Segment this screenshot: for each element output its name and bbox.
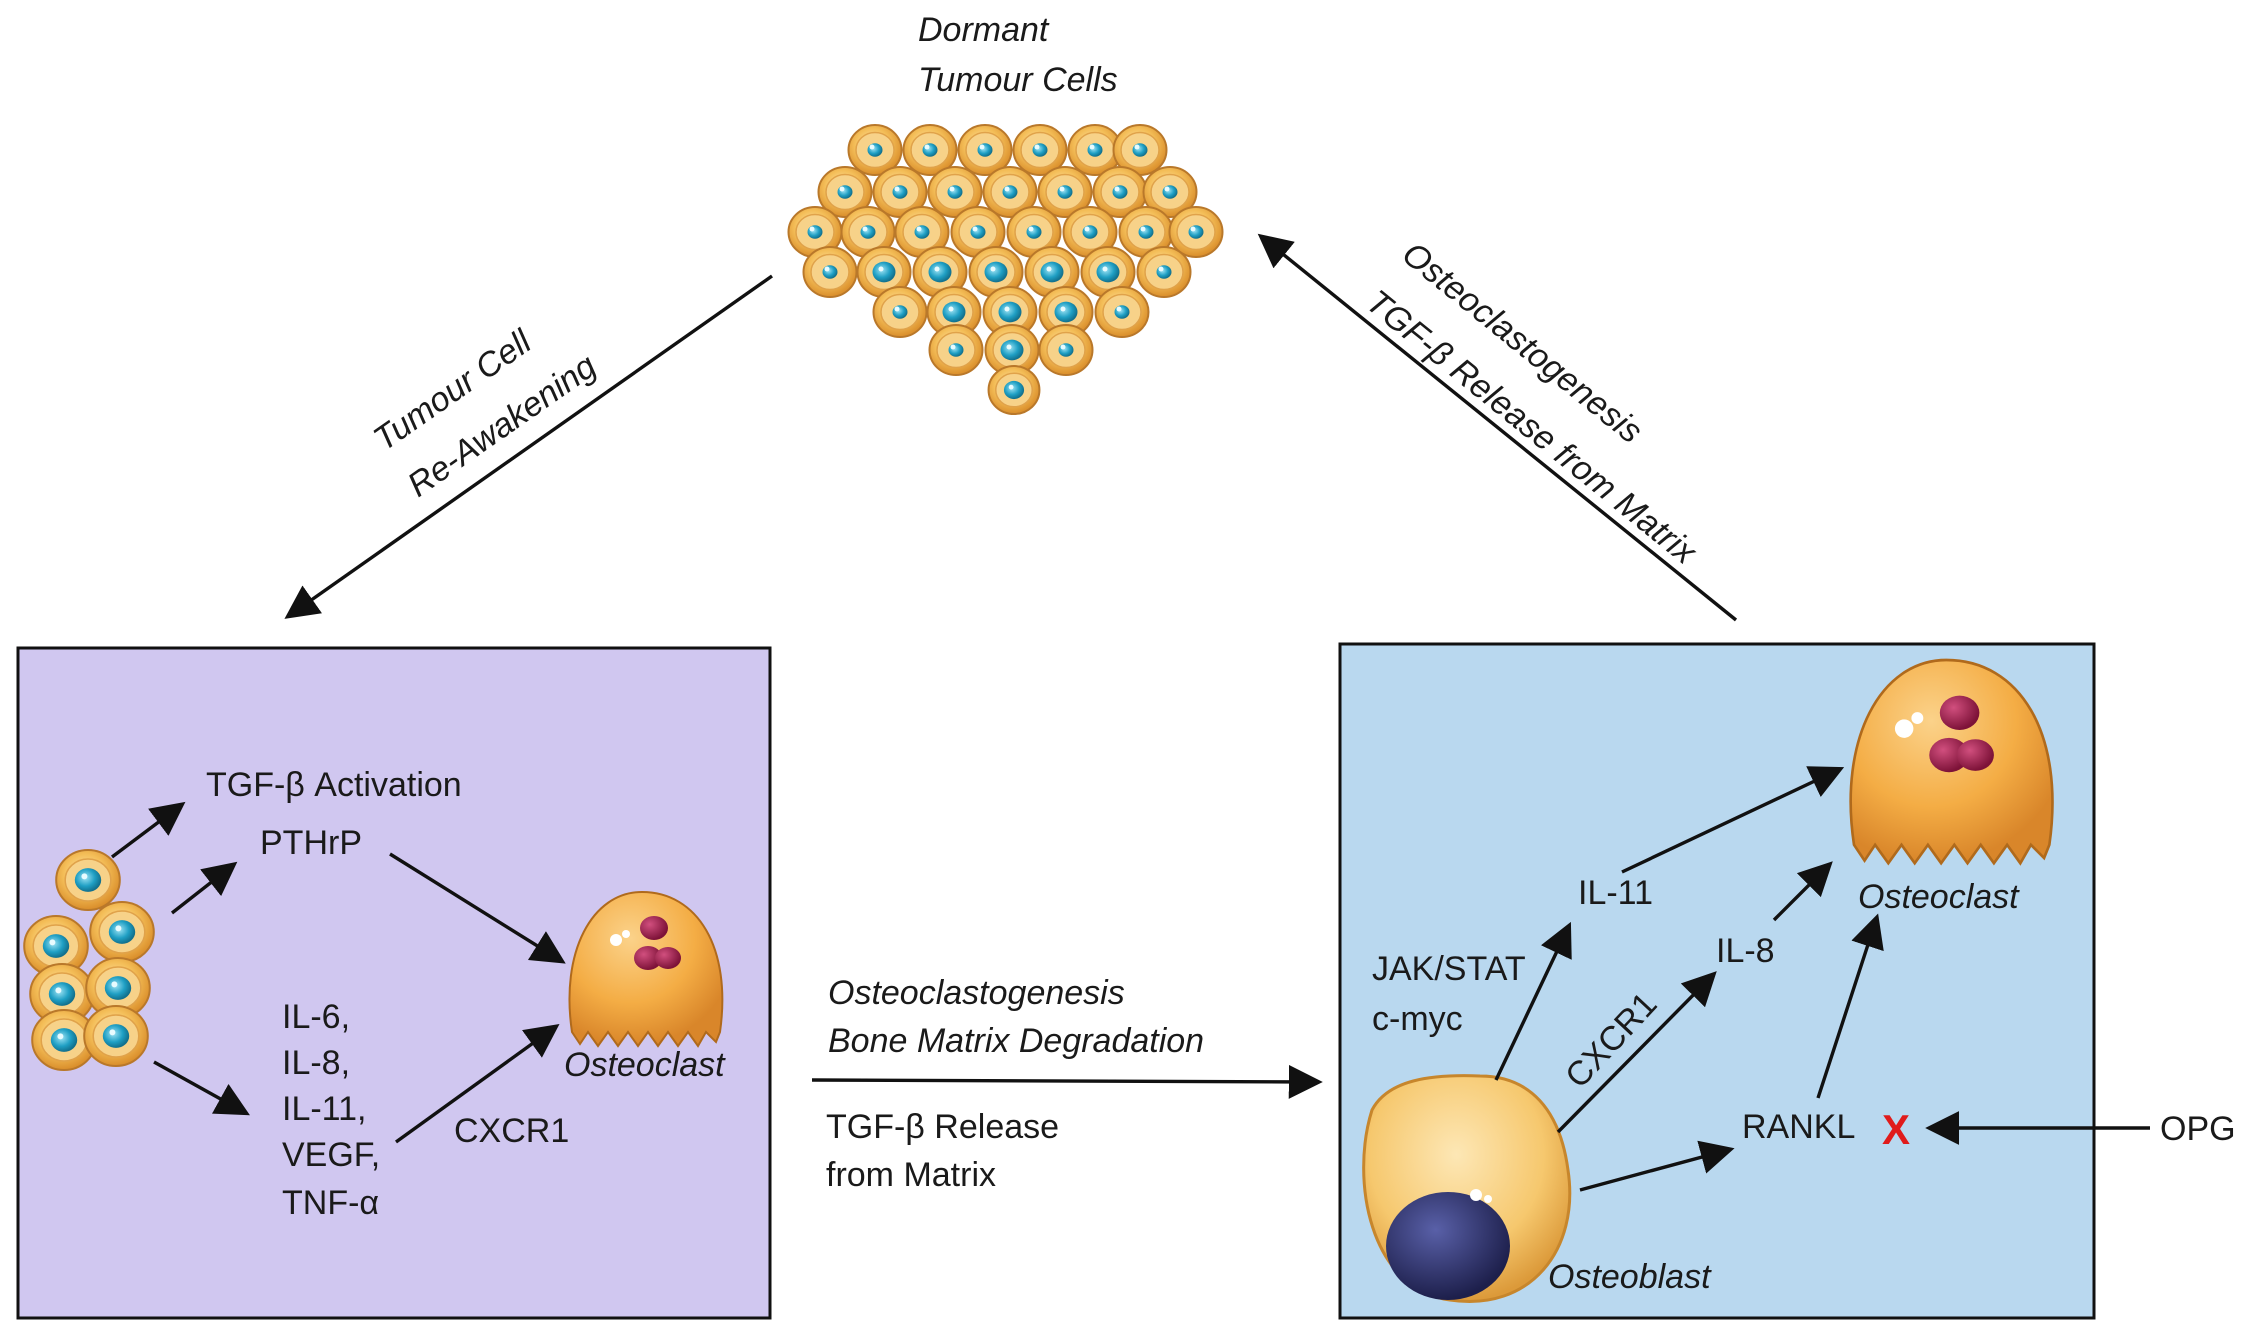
tumour-cell-icon [982, 286, 1038, 338]
arrow-rankl-to-osteoclast [1816, 913, 1884, 1099]
tumour-cell-icon [872, 286, 928, 338]
tumour-cell-icon [894, 206, 950, 258]
tumour-cell-icon [912, 246, 968, 298]
dormant-label-line2: Tumour Cells [918, 61, 1118, 99]
osteoclast-left-icon [568, 890, 724, 1048]
cytokine-il8: IL-8, [282, 1044, 350, 1082]
arrow-il11-to-osteoclast [1621, 766, 1845, 874]
arrow-progression [1257, 233, 1738, 622]
cytokine-tnf: TNF-α [282, 1184, 379, 1222]
arrow-osteoblast-to-rankl [1579, 1140, 1735, 1192]
tumour-cell-icon [1092, 166, 1148, 218]
arrow-to-cytokines [153, 1060, 250, 1116]
tumour-cell-icon [847, 124, 903, 176]
middle-label-line4: from Matrix [826, 1156, 996, 1194]
rankl-label: RANKL [1742, 1108, 1855, 1146]
tumour-cell-icon [1038, 286, 1094, 338]
opg-label: OPG [2160, 1110, 2236, 1148]
tumour-cell-icon [926, 286, 982, 338]
middle-label-line1: Osteoclastogenesis [828, 974, 1125, 1012]
tumour-cell-icon [987, 365, 1041, 415]
osteoclast-right-icon [1849, 658, 2054, 866]
tumour-cell-icon [957, 124, 1013, 176]
arrow-reawakening [284, 274, 773, 619]
arrow-to-tgf-activation [110, 801, 186, 859]
pthrp-label: PTHrP [260, 824, 362, 862]
arrow-cytokines-to-osteoclast [395, 1024, 560, 1144]
tumour-cell-icon [31, 1009, 97, 1071]
tumour-cell-icon [1094, 286, 1150, 338]
tumour-cell-icon [817, 166, 873, 218]
tumour-cell-icon [787, 206, 843, 258]
tumour-cell-icon [1142, 166, 1198, 218]
jakstat-label: JAK/STAT [1372, 950, 1526, 988]
arrows [110, 233, 2150, 1192]
tumour-cell-icon [1024, 246, 1080, 298]
tumour-cell-icon [1112, 124, 1168, 176]
cytokine-il11: IL-11, [282, 1090, 366, 1128]
tumour-cell-icon [968, 246, 1024, 298]
tumour-cell-icon [1136, 246, 1192, 298]
middle-label-line3: TGF-β Release [826, 1108, 1059, 1146]
cytokine-vegf: VEGF, [282, 1136, 380, 1174]
dormant-label-line1: Dormant [918, 11, 1050, 49]
arrow-pthrp-to-osteoclast [389, 852, 566, 964]
tumour-cell-icon [1012, 124, 1068, 176]
il11-label: IL-11 [1578, 874, 1653, 912]
tumour-cells-cluster [23, 849, 155, 1071]
tumour-cell-icon [85, 957, 151, 1019]
middle-label-line2: Bone Matrix Degradation [828, 1022, 1204, 1060]
tgf-activation-label: TGF-β Activation [206, 766, 462, 804]
tumour-cell-icon [29, 963, 95, 1025]
tumour-cell-icon [1006, 206, 1062, 258]
osteoclast-right-label: Osteoclast [1858, 878, 2020, 916]
tumour-cell-icon [1038, 324, 1094, 376]
tumour-cell-icon [982, 166, 1038, 218]
block-x-icon: X [1882, 1106, 1910, 1153]
osteoblast-icon [1362, 1074, 1572, 1303]
tumour-cell-icon [83, 1005, 149, 1067]
tumour-cell-icon [55, 849, 121, 911]
tumour-cell-icon [927, 166, 983, 218]
tumour-cell-icon [89, 901, 155, 963]
arrow-middle [811, 1064, 1323, 1099]
tumour-cell-icon [1067, 124, 1123, 176]
cmyc-label: c-myc [1372, 1000, 1463, 1038]
arrow-osteoblast-to-il8 [1556, 971, 1717, 1134]
tumour-cell-icon [928, 324, 984, 376]
osteoclast-left-label: Osteoclast [564, 1046, 726, 1084]
dormant-tumour-cells-cluster [787, 124, 1224, 415]
cytokine-il6: IL-6, [282, 998, 350, 1036]
cxcr1-left-label: CXCR1 [454, 1112, 569, 1150]
tumour-cell-icon [1118, 206, 1174, 258]
tumour-cell-icon [802, 246, 858, 298]
arrow-il8-to-osteoclast [1772, 861, 1833, 922]
arrow-to-pthrp [170, 861, 238, 915]
tumour-cell-icon [1037, 166, 1093, 218]
tumour-cell-icon [1062, 206, 1118, 258]
tumour-cell-icon [1168, 206, 1224, 258]
osteoblast-label: Osteoblast [1548, 1258, 1712, 1296]
arrow-osteoblast-to-il11 [1494, 921, 1572, 1081]
tumour-cell-icon [950, 206, 1006, 258]
tumour-cell-icon [1080, 246, 1136, 298]
il8-label: IL-8 [1716, 932, 1775, 970]
tumour-cell-icon [902, 124, 958, 176]
